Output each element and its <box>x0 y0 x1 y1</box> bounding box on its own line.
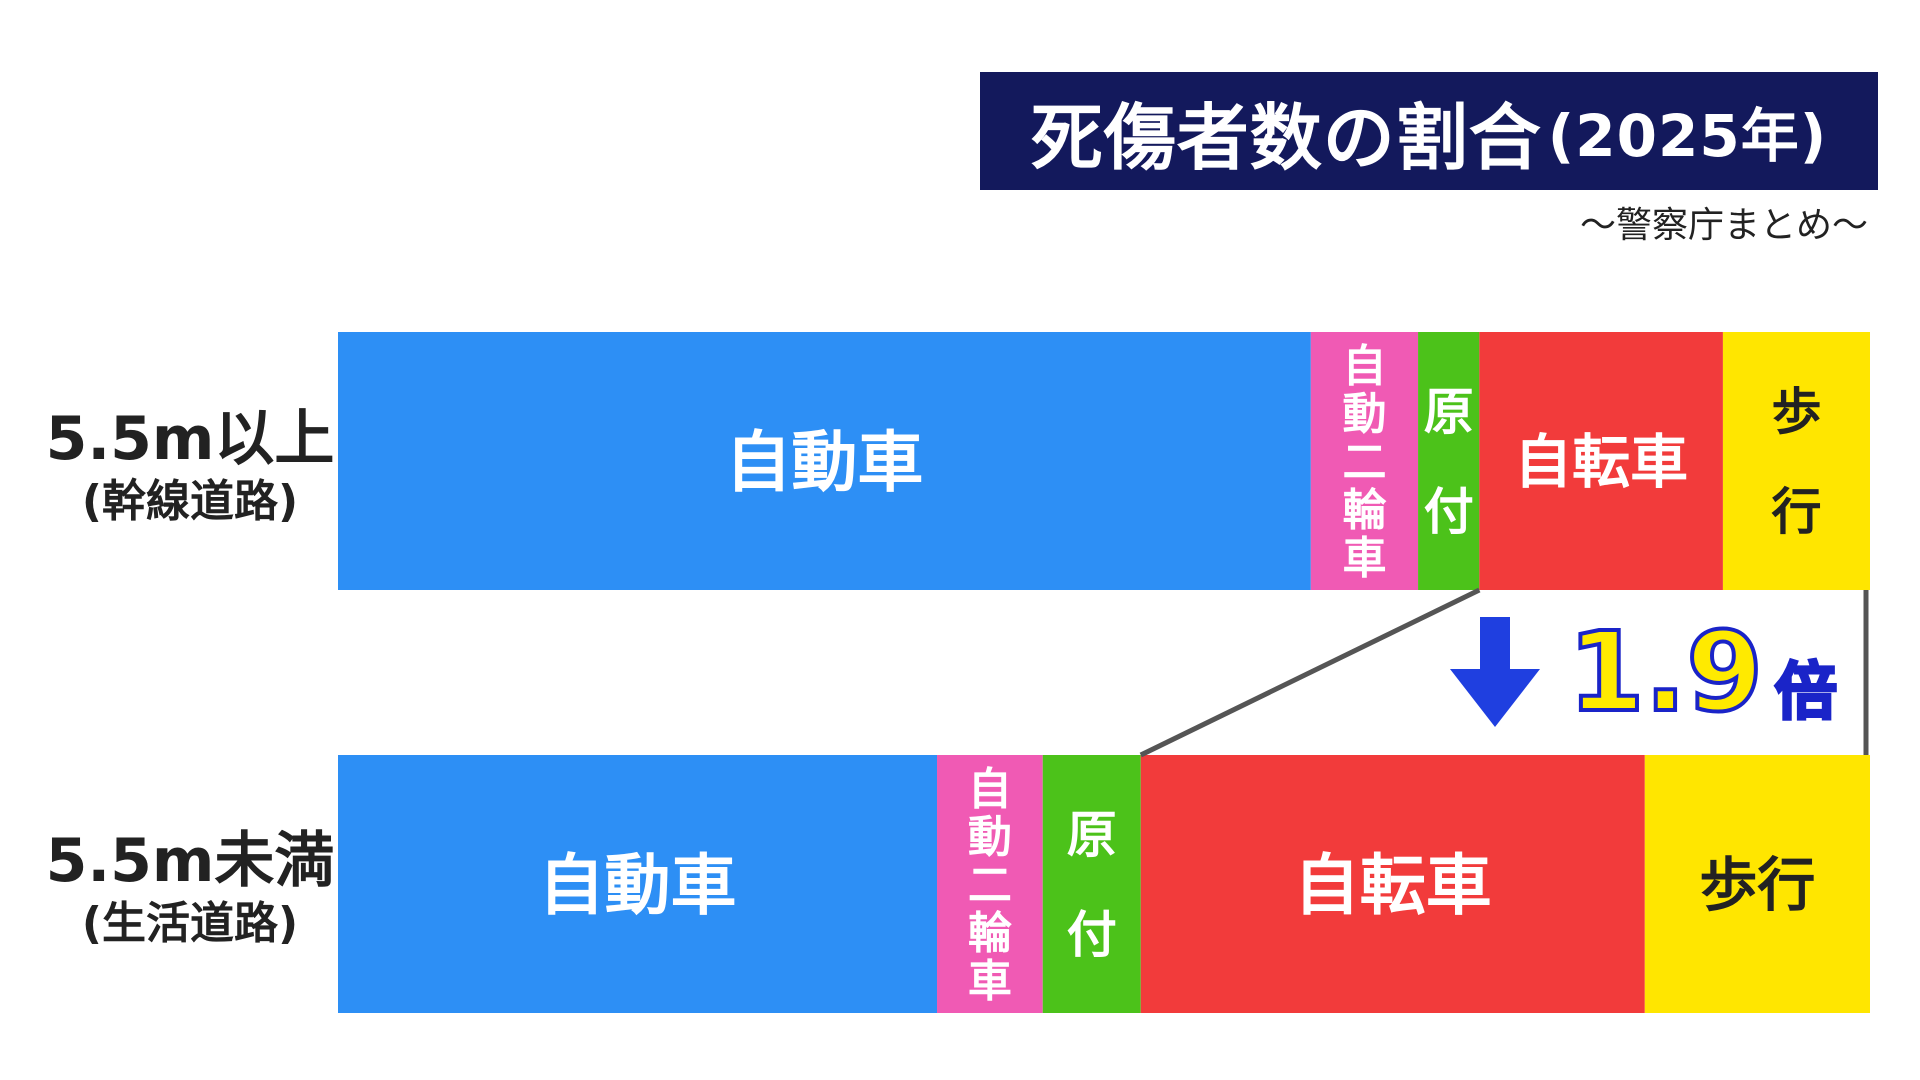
segment-label: 原付 <box>1424 383 1474 541</box>
bar-segment-0-3 <box>1479 332 1723 590</box>
segment-label: 歩行 <box>1699 851 1815 919</box>
down-arrow-icon <box>1450 617 1540 727</box>
segment-label: 自転車 <box>1294 847 1492 924</box>
row-label-residential: 5.5m未満 (生活道路) <box>40 826 340 952</box>
bar-segment-1-1 <box>937 755 1043 1013</box>
segment-label: 自動車 <box>539 847 737 924</box>
segment-label: 自動二輪車 <box>1342 341 1386 584</box>
bar-segment-0-4 <box>1722 332 1870 590</box>
title-main: 死傷者数の割合 <box>1030 95 1542 180</box>
bar-segment-1-4 <box>1644 755 1870 1013</box>
row-label-main: 5.5m以上 <box>45 404 335 474</box>
segment-label: 自動二輪車 <box>968 764 1012 1007</box>
ratio-unit: 倍 <box>1773 654 1838 730</box>
segment-label: 歩行 <box>1771 383 1821 541</box>
bar-segment-0-1 <box>1310 332 1419 590</box>
source-note: 〜警察庁まとめ〜 <box>1579 205 1868 246</box>
bar-segment-1-2 <box>1042 755 1141 1013</box>
chart-title: 死傷者数の割合 (2025年) <box>980 72 1878 190</box>
segment-label: 自転車 <box>1514 428 1688 496</box>
ratio-value: 1.9 <box>1566 606 1765 738</box>
row-label-sub: (幹線道路) <box>81 476 299 527</box>
bar-segment-1-0 <box>338 755 938 1013</box>
title-year: (2025年) <box>1547 102 1828 170</box>
bar-segment-0-0 <box>338 332 1311 590</box>
bar-segment-1-3 <box>1140 755 1645 1013</box>
bar-segment-0-2 <box>1418 332 1480 590</box>
ratio-callout: 1.9 倍 <box>1450 606 1838 738</box>
row-label-main: 5.5m未満 <box>45 826 335 896</box>
row-label-sub: (生活道路) <box>81 898 299 949</box>
row-label-arterial: 5.5m以上 (幹線道路) <box>40 404 340 530</box>
connector-line-left <box>1139 587 1481 758</box>
segment-label: 自動車 <box>725 424 923 501</box>
segment-label: 原付 <box>1067 806 1117 964</box>
